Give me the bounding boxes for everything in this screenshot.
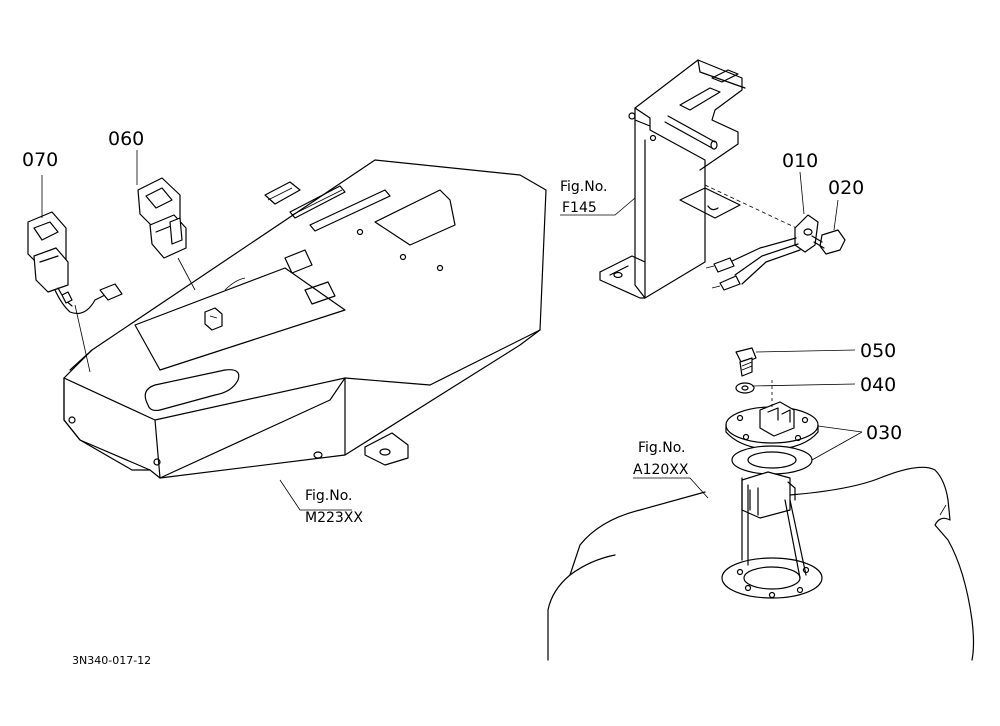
- switch-060: [137, 177, 187, 259]
- washer-040: [735, 382, 755, 394]
- screw-050: [735, 347, 757, 377]
- fuel-sender-030: [725, 380, 819, 579]
- drawing-code: 3N340-017-12: [72, 654, 151, 667]
- callout-020: 020: [828, 177, 864, 199]
- panel-housing: [63, 159, 547, 479]
- mounting-bracket: [599, 59, 806, 299]
- bolt-020: [811, 229, 846, 255]
- leader-lines: [41, 150, 863, 511]
- callout-labels: 070 060 010 020 050 040 030: [22, 128, 902, 444]
- fig-ref-bracket-line1: Fig.No.: [560, 179, 608, 195]
- fig-ref-tank-line1: Fig.No.: [638, 440, 686, 456]
- fig-ref-bracket-line2: F145: [562, 200, 597, 216]
- callout-070: 070: [22, 149, 58, 171]
- callout-010: 010: [782, 150, 818, 172]
- fig-ref-left-line1: Fig.No.: [305, 488, 353, 504]
- callout-030: 030: [866, 422, 902, 444]
- sensor-010: [705, 214, 819, 291]
- callout-060: 060: [108, 128, 144, 150]
- figure-references: Fig.No. M223XX Fig.No. F145 Fig.No. A120…: [305, 179, 689, 526]
- fuel-tank: [547, 466, 975, 661]
- callout-050: 050: [860, 340, 896, 362]
- fig-ref-tank-line2: A120XX: [633, 462, 689, 478]
- switch-070: [27, 211, 123, 315]
- fig-ref-left-line2: M223XX: [305, 510, 363, 526]
- callout-040: 040: [860, 374, 896, 396]
